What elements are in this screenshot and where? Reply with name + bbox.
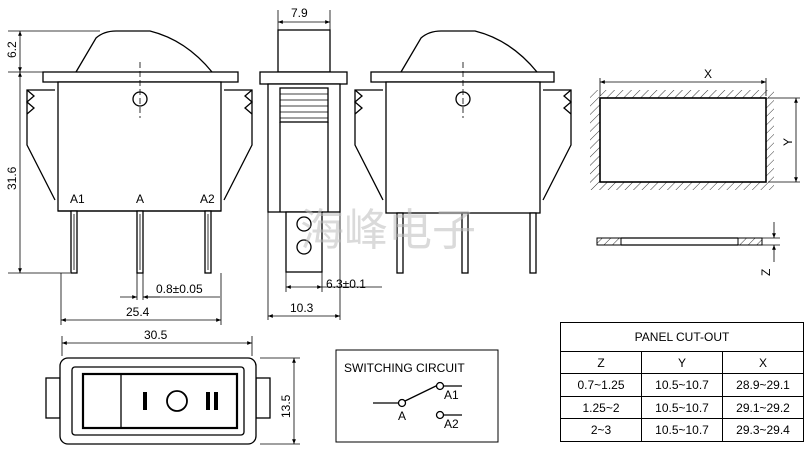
dim-top-height: 13.5	[279, 394, 293, 418]
table-header-z: Z	[560, 350, 642, 375]
table-header-x: X	[722, 350, 804, 375]
dim-side-top-width: 7.9	[291, 6, 308, 20]
table-cell: 1.25~2	[560, 395, 642, 420]
table-cell: 10.5~10.7	[641, 373, 723, 397]
table-row: 1.25~2 10.5~10.7 29.1~29.2	[560, 395, 804, 420]
table-row: 2~3 10.5~10.7 29.3~29.4	[560, 418, 804, 442]
dim-panel-z: Z	[759, 269, 773, 276]
dim-panel-y: Y	[781, 138, 795, 146]
table-title: PANEL CUT-OUT	[560, 322, 804, 352]
front-view-2	[354, 30, 572, 274]
table-cell: 10.5~10.7	[641, 418, 723, 442]
dim-terminal-width: 6.3±0.1	[326, 277, 366, 291]
table-cell: 2~3	[560, 418, 642, 442]
label-a1: A1	[70, 192, 85, 206]
side-view: 7.9 6.3±0.1 10.3	[259, 6, 382, 320]
table-cell: 29.1~29.2	[722, 395, 804, 420]
dim-side-body-width: 10.3	[290, 301, 314, 315]
dim-pin-thickness: 0.8±0.05	[156, 282, 203, 296]
table-cell: 28.9~29.1	[722, 373, 804, 397]
table-row: 0.7~1.25 10.5~10.7 28.9~29.1	[560, 373, 804, 397]
table-header-y: Y	[641, 350, 723, 375]
rocker-cap	[75, 30, 213, 73]
table-cell: 10.5~10.7	[641, 395, 723, 420]
front-body	[57, 81, 222, 212]
circuit-title: SWITCHING CIRCUIT	[344, 361, 465, 375]
label-a2: A2	[200, 192, 215, 206]
circuit-label-a2: A2	[444, 417, 459, 431]
table-cell: 29.3~29.4	[722, 418, 804, 442]
circuit-label-a: A	[398, 409, 406, 423]
top-view: 30.5 13.5	[45, 328, 300, 445]
dim-pin-spacing: 25.4	[126, 305, 150, 319]
dim-cap-height: 6.2	[5, 41, 19, 58]
front-flange	[42, 71, 239, 83]
label-a: A	[136, 192, 144, 206]
watermark: 海峰电子	[300, 205, 476, 256]
dim-panel-x: X	[704, 67, 712, 81]
switching-circuit: SWITCHING CIRCUIT A A1 A2	[335, 349, 499, 443]
panel-cutout: X Y Z	[590, 67, 800, 276]
panel-cutout-table: PANEL CUT-OUT Z Y X 0.7~1.25 10.5~10.7 2…	[560, 322, 804, 442]
dim-top-length: 30.5	[144, 328, 168, 342]
front-view: A1 A A2 6.2 31.6 0.8±0.05 25.4	[5, 30, 253, 325]
dim-body-height: 31.6	[5, 166, 19, 190]
table-cell: 0.7~1.25	[560, 373, 642, 397]
circuit-label-a1: A1	[444, 388, 459, 402]
